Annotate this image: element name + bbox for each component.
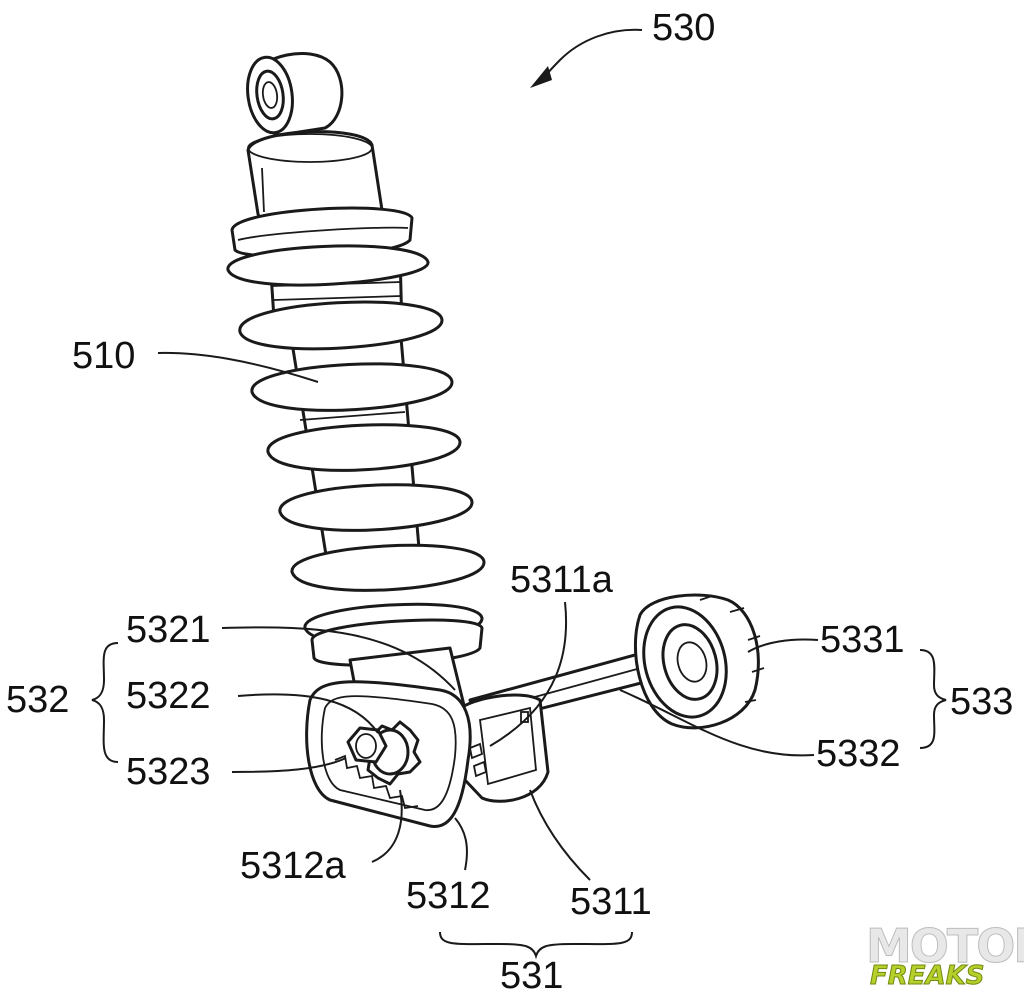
leader-5323 [231,757,347,773]
adjuster-knob [633,593,765,730]
label-531: 531 [500,955,563,997]
leader-5332 [619,689,815,757]
brace-532 [91,642,119,763]
label-5311a: 5311a [510,559,614,601]
label-5322: 5322 [126,675,211,717]
leader-5312 [454,817,468,871]
assembly-arrow [530,28,643,88]
watermark-line1: MOTOR [866,919,1024,973]
leader-5331 [747,638,819,653]
label-510: 510 [72,335,135,377]
leader-5311a [489,601,568,747]
watermark-line2: FREAKS [870,961,985,991]
rear-link-plate [456,693,550,803]
leader-5311 [529,789,591,881]
brace-533 [919,649,947,749]
label-533: 533 [950,681,1013,723]
label-5312a: 5312a [240,845,347,887]
top-eyelet [246,51,344,137]
leader-5321 [221,626,456,691]
leader-5312a [371,789,403,863]
label-532: 532 [6,679,69,721]
label-530: 530 [652,7,715,49]
label-5312: 5312 [406,875,491,917]
label-5332: 5332 [816,733,901,775]
label-5331: 5331 [820,619,905,661]
leader-5322 [237,693,379,734]
leader-lines [157,351,819,881]
label-5321: 5321 [126,609,211,651]
brace-531 [439,931,633,960]
label-5311: 5311 [570,881,652,923]
hex-bolt [346,726,388,764]
leader-510 [157,351,319,383]
coil-spring [226,244,486,645]
watermark-logo: MOTOR FREAKS [866,919,1024,992]
label-5323: 5323 [126,751,211,793]
